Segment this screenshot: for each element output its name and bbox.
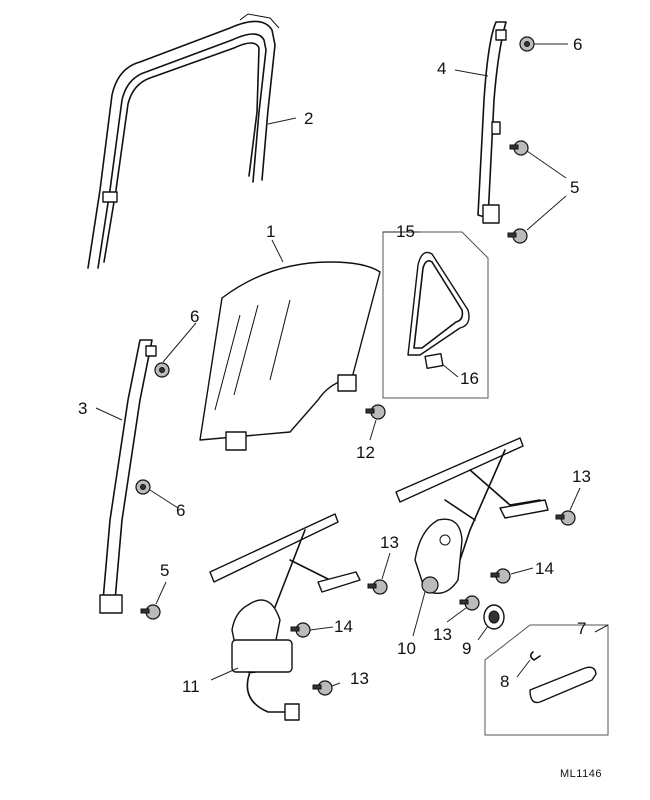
- bolt-12: [365, 404, 386, 420]
- callout-10: 10: [397, 639, 416, 658]
- front-window-regulator: [209, 513, 361, 721]
- callout-13-lower-mid: 13: [433, 625, 452, 644]
- quarter-glass-group: [382, 231, 489, 399]
- window-frame-seal: [87, 13, 280, 269]
- callout-2: 2: [304, 109, 313, 128]
- bolt-5-left: [140, 604, 161, 620]
- callout-3: 3: [78, 399, 87, 418]
- callout-6-left-upper: 6: [190, 307, 199, 326]
- callout-labels: 1 2 3 4 6 5 15 6 16 12 13 6 13 5 14 14 1…: [78, 35, 591, 696]
- callout-1: 1: [266, 222, 275, 241]
- callout-13-right: 13: [572, 467, 591, 486]
- bolt-13-lower-mid: [459, 595, 480, 611]
- front-glass-channel: [99, 339, 157, 614]
- rear-glass-channel: [477, 21, 507, 224]
- callout-9: 9: [462, 639, 471, 658]
- reference-code: ML1146: [560, 768, 602, 780]
- bolt-13-right: [555, 510, 576, 526]
- leader-lines: [95, 43, 609, 687]
- callout-11: 11: [182, 677, 200, 696]
- callout-13-center: 13: [380, 533, 399, 552]
- callout-4: 4: [437, 59, 446, 78]
- callout-13-bottom: 13: [350, 669, 369, 688]
- callout-5-upper: 5: [570, 178, 579, 197]
- callout-15: 15: [396, 222, 415, 241]
- callout-7: 7: [577, 619, 586, 638]
- bushing: [483, 604, 505, 630]
- bolt-13-center: [367, 579, 388, 595]
- rear-window-regulator: [395, 437, 549, 594]
- bolt-14-right: [490, 568, 511, 584]
- bolt-13-bottom: [312, 680, 333, 696]
- bolt-5-upper: [509, 140, 529, 156]
- callout-5-left: 5: [160, 561, 169, 580]
- bolt-5-lower: [507, 228, 528, 244]
- callout-14-left: 14: [334, 617, 353, 636]
- door-glass: [199, 261, 381, 451]
- callout-14-right: 14: [535, 559, 554, 578]
- window-winder-group: [484, 624, 609, 736]
- callout-12: 12: [356, 443, 375, 462]
- nut-6-top-right: [519, 36, 535, 52]
- nut-6-lower-left: [135, 479, 151, 495]
- callout-6-left-lower: 6: [176, 501, 185, 520]
- nut-6-upper-left: [154, 362, 170, 378]
- callout-6-top: 6: [573, 35, 582, 54]
- bolt-14-left: [290, 622, 311, 638]
- callout-16: 16: [460, 369, 479, 388]
- callout-8: 8: [500, 672, 509, 691]
